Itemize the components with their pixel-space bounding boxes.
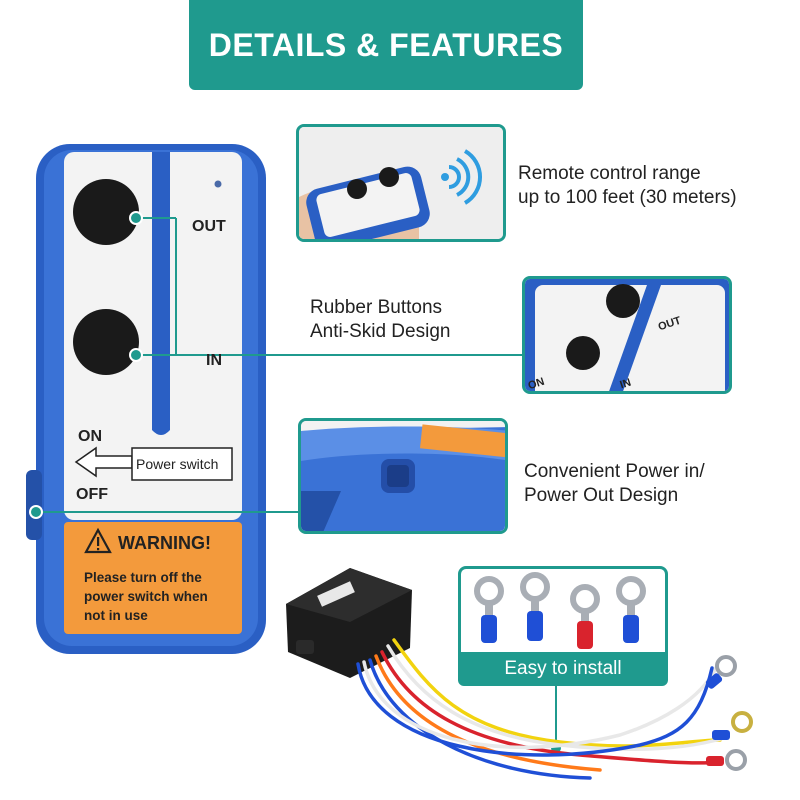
terminal-1 [474, 576, 504, 643]
warning-text: Please turn off the power switch when no… [84, 568, 208, 625]
warning-title: WARNING! [118, 533, 211, 553]
warning-line: not in use [84, 608, 148, 623]
in-label: IN [206, 352, 222, 369]
warning-line: power switch when [84, 589, 208, 604]
inset-remote-range [296, 124, 506, 242]
feature-line: Remote control range [518, 163, 701, 184]
warning-line: Please turn off the [84, 570, 202, 585]
receiver-box [286, 568, 412, 678]
inset-rubber-buttons [522, 276, 732, 394]
power-switch-label: Power switch [136, 456, 219, 472]
banner-title: DETAILS & FEATURES [189, 0, 583, 90]
feature-line: Power Out Design [524, 485, 679, 506]
hand-remote-image [299, 127, 503, 239]
rubber-buttons-image [525, 279, 729, 391]
feature-line: up to 100 feet (30 meters) [518, 187, 737, 208]
inset-power-switch [298, 418, 508, 534]
feature-power-switch: Convenient Power in/ Power Out Design [524, 460, 705, 508]
install-label: Easy to install [458, 652, 668, 686]
power-switch-image [301, 421, 505, 531]
feature-rubber-buttons: Rubber Buttons Anti-Skid Design [310, 296, 450, 344]
remote-body [26, 144, 266, 654]
terminal-3 [570, 584, 600, 649]
terminal-2 [520, 572, 550, 641]
out-label: OUT [192, 218, 226, 235]
off-label: OFF [76, 486, 108, 503]
feature-line: Convenient Power in/ [524, 461, 705, 482]
on-label: ON [78, 428, 102, 445]
feature-remote-range: Remote control range up to 100 feet (30 … [518, 162, 737, 210]
feature-line: Anti-Skid Design [310, 321, 451, 342]
terminals-image [474, 572, 646, 649]
terminal-4 [616, 576, 646, 643]
feature-line: Rubber Buttons [310, 297, 443, 318]
wires [356, 638, 726, 780]
